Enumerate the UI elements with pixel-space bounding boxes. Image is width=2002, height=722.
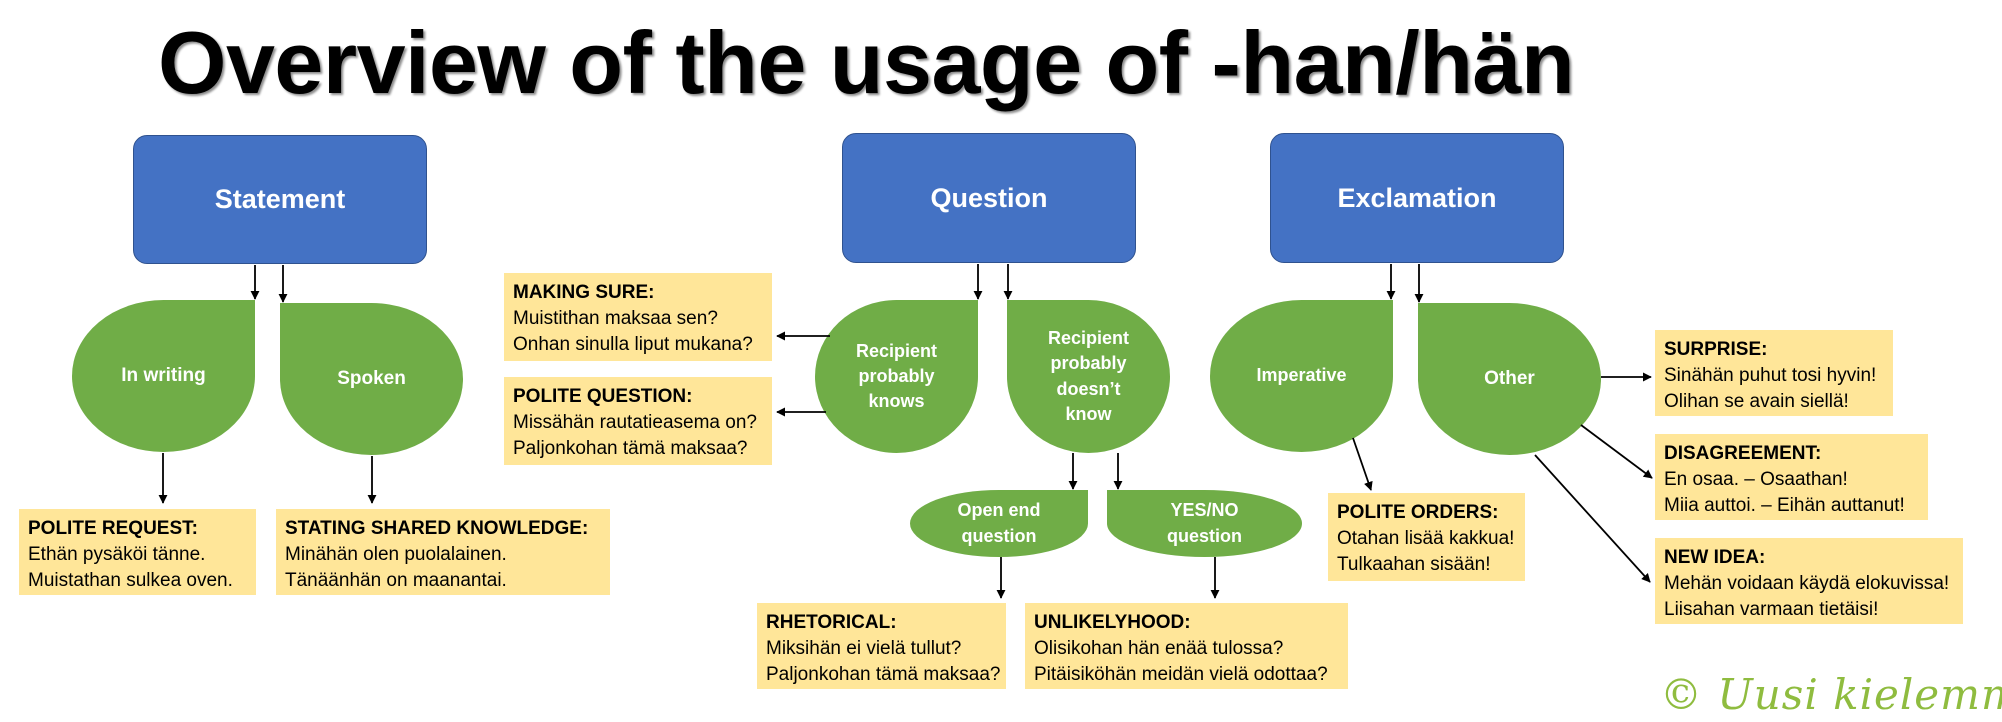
node-label-line: question (1167, 525, 1242, 546)
node-label: YES/NO question (1167, 498, 1242, 548)
node-label-line: Recipient (1047, 328, 1130, 349)
node-label-line: knows (868, 391, 925, 412)
note-title: MAKING SURE: (513, 282, 655, 303)
copyright-watermark: © Uusi kielemme (1660, 670, 2002, 719)
open-end-question-node: Open end question (910, 490, 1088, 557)
node-label-line: Open end (957, 500, 1041, 521)
node-label-line: Other (1484, 367, 1535, 389)
note-example: Tulkaahan sisään! (1337, 554, 1491, 575)
node-label: In writing (121, 363, 205, 390)
note-example: Ethän pysäköi tänne. (28, 544, 206, 565)
note-example: Tänäänhän on maanantai. (285, 570, 507, 591)
note-example: Paljonkohan tämä maksaa? (513, 438, 748, 459)
node-label: Recipient probably knows (856, 339, 937, 415)
note-title: UNLIKELYHOOD: (1034, 612, 1191, 633)
note-example: Sinähän puhut tosi hyvin! (1664, 365, 1877, 386)
arrow-imperative-polite-orders (1352, 437, 1373, 491)
node-label: Spoken (337, 366, 406, 393)
note-title: STATING SHARED KNOWLEDGE: (285, 518, 589, 539)
note-example: Onhan sinulla liput mukana? (513, 334, 753, 355)
note-example: Muistithan maksaa sen? (513, 308, 718, 329)
note-title: POLITE REQUEST: (28, 518, 198, 539)
polite-request-note: POLITE REQUEST: Ethän pysäköi tänne. Muist… (19, 509, 256, 595)
unlikelyhood-note: UNLIKELYHOOD: Olisikohan hän enää tulossa… (1025, 603, 1348, 689)
making-sure-note: MAKING SURE: Muistithan maksaa sen? Onhan … (504, 273, 772, 361)
note-title: POLITE ORDERS: (1337, 502, 1499, 523)
node-label: Other (1484, 366, 1535, 393)
recipient-knows-node: Recipient probably knows (815, 300, 978, 453)
node-label-line: probably (1050, 353, 1127, 374)
node-label-line: In writing (121, 364, 206, 386)
node-label-line: Recipient (855, 340, 938, 361)
polite-orders-note: POLITE ORDERS: Otahan lisää kakkua! Tulkaa… (1328, 493, 1525, 581)
note-title: NEW IDEA: (1664, 547, 1766, 568)
node-label-line: doesn’t (1056, 378, 1121, 399)
disagreement-note: DISAGREEMENT: En osaa. – Osaathan! Miia au… (1655, 434, 1928, 520)
page-title: Overview of the usage of -han/hän (158, 13, 1575, 112)
note-example: Mehän voidaan käydä elokuvissa! (1664, 573, 1950, 594)
note-example: Miksihän ei vielä tullut? (766, 638, 962, 659)
question-box: Question (842, 133, 1136, 263)
note-example: Paljonkohan tämä maksaa? (766, 664, 1001, 685)
note-example: Olihan se avain siellä! (1664, 391, 1849, 412)
node-label-line: question (961, 525, 1037, 546)
note-title: RHETORICAL: (766, 612, 897, 633)
node-label-line: Imperative (1256, 365, 1347, 386)
note-example: Minähän olen puolalainen. (285, 544, 507, 565)
note-example: Otahan lisää kakkua! (1337, 528, 1515, 549)
new-idea-note: NEW IDEA: Mehän voidaan käydä elokuvissa!… (1655, 538, 1963, 624)
recipient-doesnt-know-node: Recipient probably doesn’t know (1007, 300, 1170, 453)
other-node: Other (1418, 303, 1601, 455)
shared-knowledge-note: STATING SHARED KNOWLEDGE: Minähän olen pu… (276, 509, 610, 595)
rhetorical-note: RHETORICAL: Miksihän ei vielä tullut? Palj… (757, 603, 1006, 689)
node-label-line: know (1065, 403, 1112, 424)
node-label-line: YES/NO (1170, 500, 1239, 521)
statement-box: Statement (133, 135, 427, 264)
note-example: Missähän rautatieasema on? (513, 412, 757, 433)
note-example: Pitäisiköhän meidän vielä odottaa? (1034, 664, 1328, 685)
in-writing-node: In writing (72, 300, 255, 452)
node-label-line: probably (858, 365, 935, 386)
note-example: Miia auttoi. – Eihän auttanut! (1664, 495, 1905, 516)
node-label: Recipient probably doesn’t know (1048, 326, 1129, 427)
node-label: Imperative (1256, 363, 1346, 388)
spoken-node: Spoken (280, 303, 463, 455)
note-title: DISAGREEMENT: (1664, 443, 1822, 464)
arrow-other-new-idea (1534, 454, 1651, 583)
node-label: Open end question (957, 498, 1040, 548)
note-example: Liisahan varmaan tietäisi! (1664, 599, 1879, 620)
surprise-note: SURPRISE: Sinähän puhut tosi hyvin! Olihan… (1655, 330, 1893, 416)
polite-question-note: POLITE QUESTION: Missähän rautatieasema o… (504, 377, 772, 465)
arrow-other-disagreement (1580, 424, 1653, 479)
note-example: En osaa. – Osaathan! (1664, 469, 1848, 490)
node-label-line: Spoken (337, 367, 406, 389)
yes-no-question-node: YES/NO question (1107, 490, 1302, 557)
note-example: Muistathan sulkea oven. (28, 570, 233, 591)
note-example: Olisikohan hän enää tulossa? (1034, 638, 1284, 659)
exclamation-box: Exclamation (1270, 133, 1564, 263)
imperative-node: Imperative (1210, 300, 1393, 452)
note-title: POLITE QUESTION: (513, 386, 693, 407)
note-title: SURPRISE: (1664, 339, 1768, 360)
